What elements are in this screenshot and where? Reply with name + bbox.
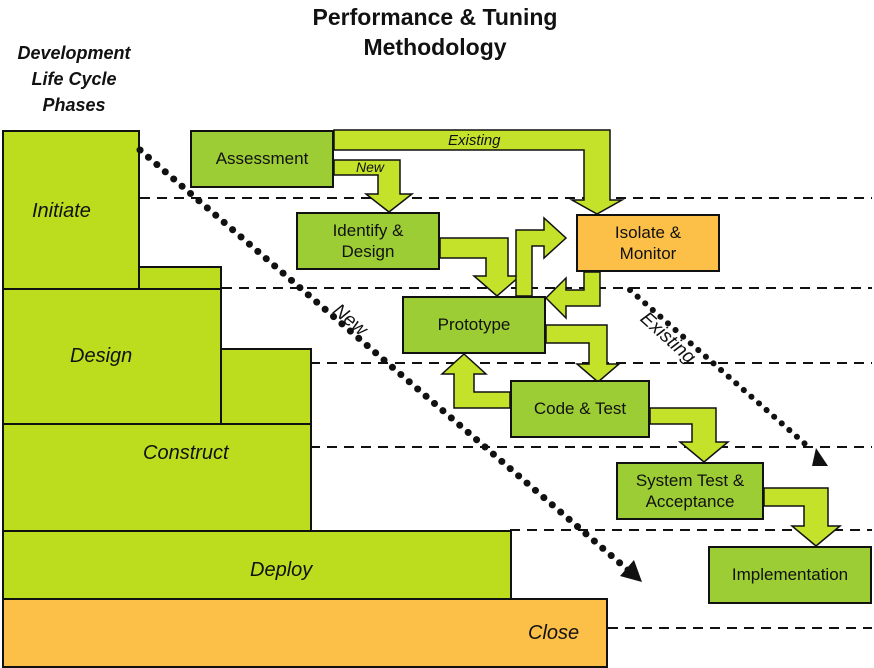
phase-label-construct: Construct [143,442,229,464]
phases-heading-line2: Life Cycle [31,69,117,89]
arrow-new-small [333,159,415,213]
phases-heading-line1: Development [17,43,131,63]
arrow-code-to-systest [649,407,731,463]
phase-close [2,598,608,668]
arrow-isolate-to-prototype [544,271,601,320]
arrow-systest-to-impl [763,487,843,547]
phases-heading-line3: Phases [42,95,106,115]
step-prototype: Prototype [402,296,546,354]
step-isolate-monitor-line2: Monitor [619,244,677,263]
page-title-line1: Performance & Tuning [312,4,558,30]
label-new-small: New [356,159,385,175]
step-identify-design-line1: Identify & [332,220,404,240]
page-title-line2: Methodology [363,34,507,60]
step-isolate-monitor: Isolate & Monitor [576,214,720,272]
arrow-code-to-prototype [440,352,511,409]
phase-label-deploy: Deploy [250,559,313,581]
phase-design-upper [138,266,222,290]
step-isolate-monitor-line1: Isolate & [614,222,682,242]
arrow-prototype-to-isolate [515,216,568,297]
step-system-test-line1: System Test & [635,470,745,490]
phase-construct [2,423,312,532]
arrow-new-diagonal [136,146,632,574]
step-prototype-label: Prototype [437,315,511,335]
phase-label-close: Close [528,622,580,644]
step-system-test: System Test & Acceptance [616,462,764,520]
arrow-existing-top [333,129,625,215]
step-assessment: Assessment [190,130,334,188]
arrow-prototype-to-code [545,324,622,383]
page-title: Performance & Tuning Methodology [230,2,640,62]
label-existing-top: Existing [448,132,501,149]
phase-deploy [2,530,512,600]
step-assessment-label: Assessment [215,149,309,169]
step-code-test-label: Code & Test [533,399,627,419]
step-identify-design-line2: Design [341,242,395,261]
phase-initiate [2,130,140,290]
step-implementation-label: Implementation [731,565,849,585]
step-system-test-line2: Acceptance [645,492,735,511]
phases-heading: Development Life Cycle Phases [0,40,148,118]
step-code-test: Code & Test [510,380,650,438]
arrow-existing-diagonal [627,287,815,453]
arrowhead-existing-diagonal [812,448,828,466]
arrowhead-new-diagonal [620,560,642,582]
phase-label-design: Design [70,345,133,367]
phase-label-initiate: Initiate [32,200,91,222]
step-implementation: Implementation [708,546,872,604]
arrow-identify-to-prototype [439,237,523,297]
step-identify-design: Identify & Design [296,212,440,270]
